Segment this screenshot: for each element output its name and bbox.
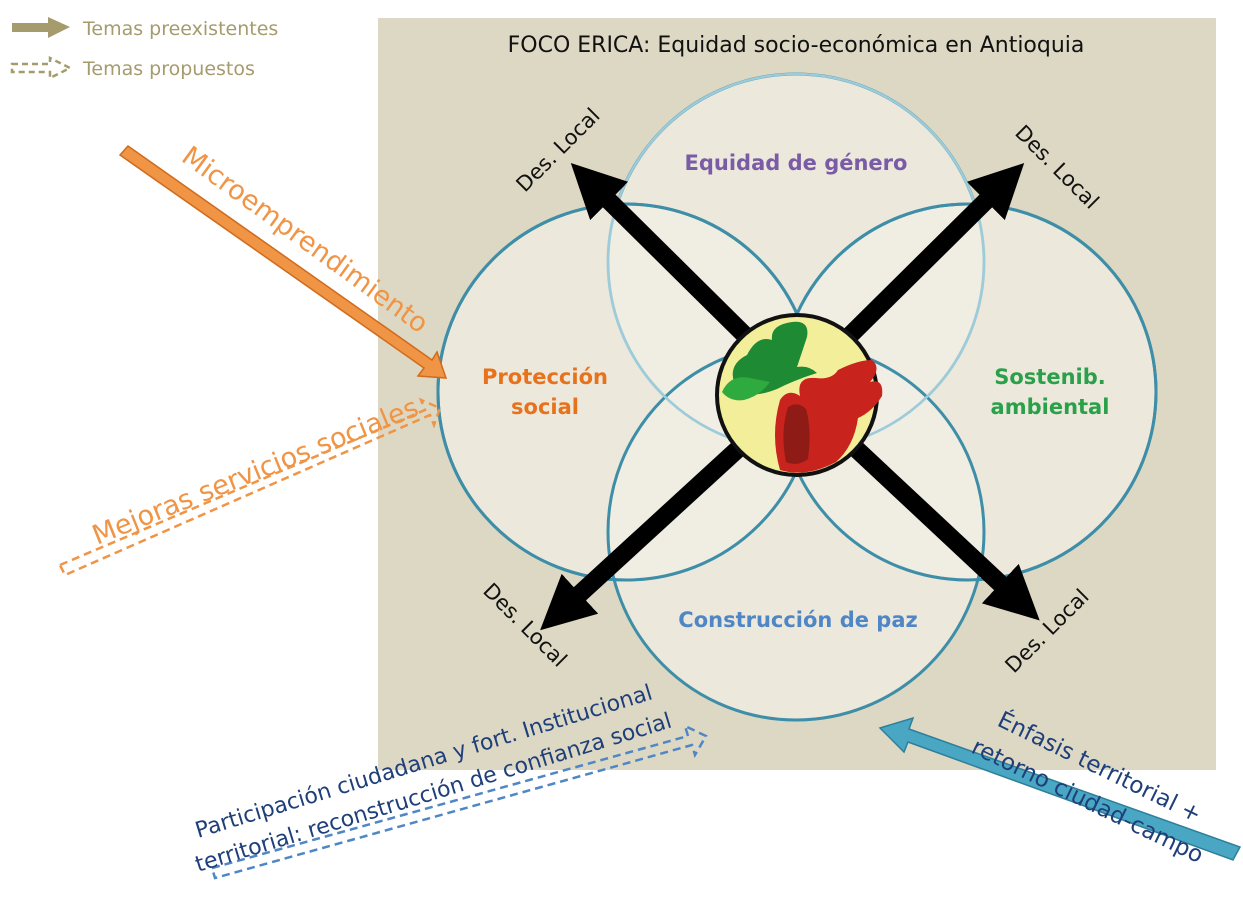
erica-emblem (715, 313, 883, 477)
legend: Temas preexistentes Temas propuestos (10, 17, 278, 81)
circles (436, 72, 1158, 722)
label-environmental-1: Sostenib. (994, 365, 1106, 389)
legend-existing-label: Temas preexistentes (82, 18, 278, 40)
label-social-protection-2: social (511, 395, 579, 419)
arrow-microenterprise (118, 145, 448, 379)
legend-dashed-arrow-icon (10, 55, 73, 81)
arrow-territorial (878, 716, 1242, 861)
label-environmental-2: ambiental (991, 395, 1110, 419)
arrow-participation (210, 723, 708, 880)
legend-solid-arrow-icon (12, 17, 70, 38)
diagram-title: FOCO ERICA: Equidad socio-económica en A… (508, 33, 1085, 58)
arrow-social-services (58, 397, 442, 577)
label-peace-building: Construcción de paz (678, 608, 917, 632)
label-social-protection-1: Protección (482, 365, 608, 389)
label-social-services: Mejoras servicios sociales (88, 392, 423, 551)
label-gender-equity: Equidad de género (685, 151, 908, 175)
legend-proposed-label: Temas propuestos (82, 58, 255, 80)
